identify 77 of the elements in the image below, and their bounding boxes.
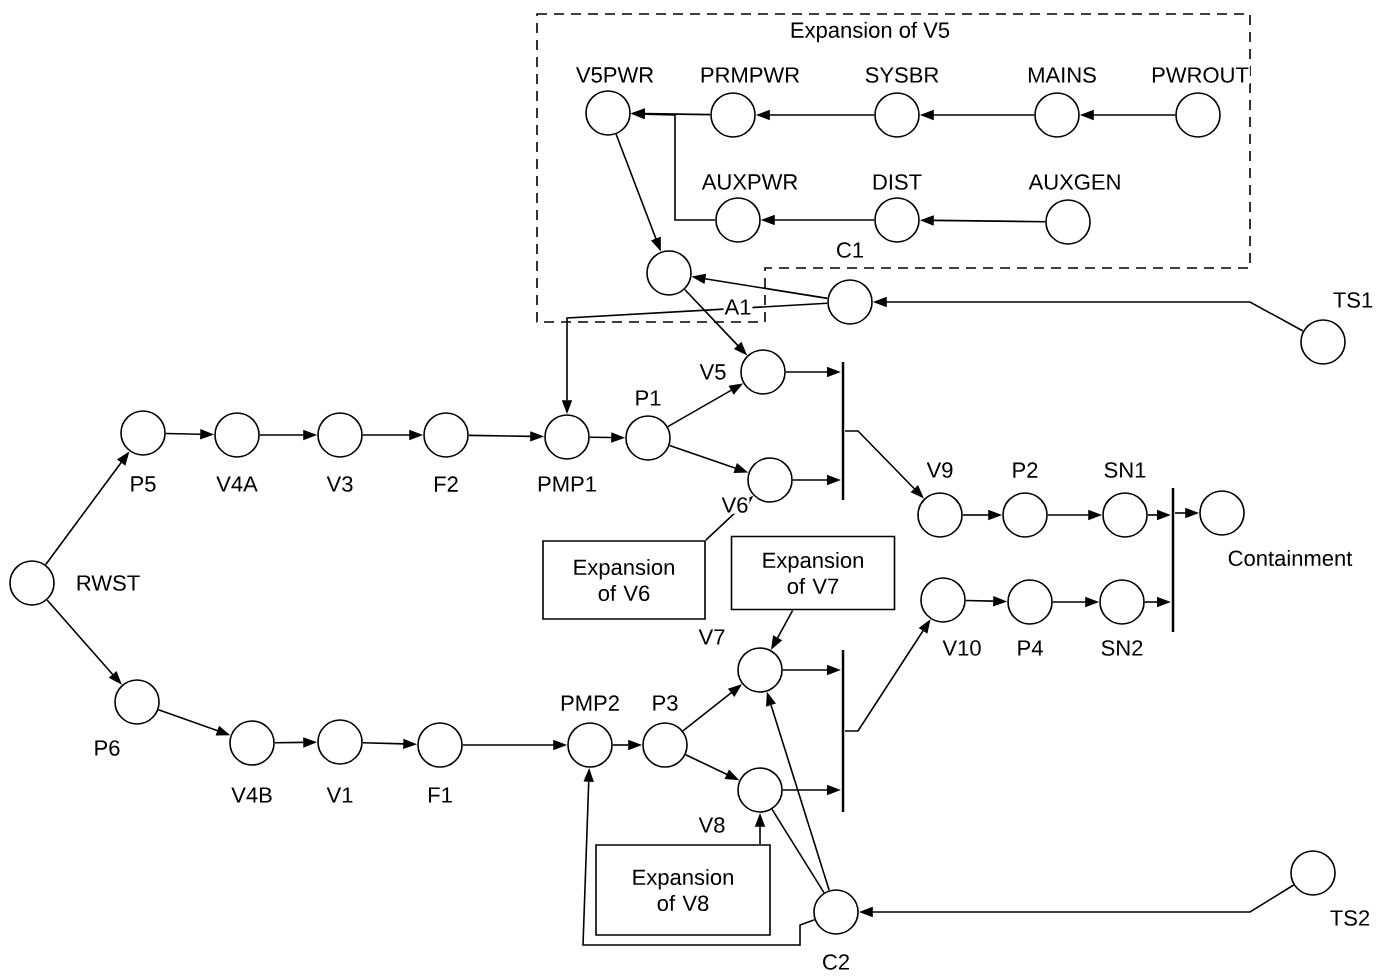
node-label: V1: [325, 786, 355, 804]
node-label: PMP2: [559, 694, 621, 712]
circle-node: [1034, 92, 1080, 138]
circle-node: [114, 679, 160, 725]
node-label: P1: [633, 389, 663, 407]
circle-node: [737, 647, 783, 693]
node-label: SN2: [1099, 639, 1145, 657]
circle-node: [214, 412, 260, 458]
circle-node: [813, 889, 859, 935]
node-label: TS2: [1328, 909, 1372, 927]
circle-node: [646, 250, 692, 296]
text-box: Expansion of V7: [730, 535, 896, 611]
node-label: V4A: [215, 475, 259, 493]
node-label: SN1: [1102, 461, 1148, 479]
node-label: F2: [432, 475, 460, 493]
circle-node: [585, 90, 631, 136]
circle-node: [1175, 92, 1221, 138]
circle-node: [9, 560, 55, 606]
circle-node: [1099, 579, 1145, 625]
node-label: V5PWR: [574, 66, 656, 84]
circle-node: [715, 197, 761, 243]
node-label: P6: [92, 739, 122, 757]
node-label: V9: [925, 461, 955, 479]
circle-node: [544, 414, 590, 460]
circle-node: [1300, 319, 1346, 365]
node-label: V4B: [230, 786, 274, 804]
circle-node: [317, 719, 363, 765]
node-label: RWST: [74, 574, 142, 592]
text-box: Expansion of V8: [595, 844, 771, 936]
circle-node: [625, 415, 671, 461]
node-label: P4: [1015, 639, 1045, 657]
circle-node: [1007, 579, 1053, 625]
node-label: PWROUT: [1150, 66, 1250, 84]
circle-node: [229, 720, 275, 766]
node-label: V5: [698, 363, 728, 381]
node-label: PRMPWR: [698, 66, 802, 84]
node-label: C2: [820, 953, 852, 971]
circle-node: [417, 722, 463, 768]
circle-node: [874, 92, 920, 138]
node-label: PMP1: [536, 475, 598, 493]
circle-node: [642, 722, 688, 768]
circle-node: [827, 279, 873, 325]
node-label: V3: [325, 475, 355, 493]
circle-node: [317, 412, 363, 458]
node-label: AUXPWR: [700, 173, 800, 191]
text-box: Expansion of V6: [542, 540, 706, 620]
circle-node: [1199, 490, 1245, 536]
node-label: P5: [128, 475, 158, 493]
circle-node: [1102, 492, 1148, 538]
node-label: Containment: [1226, 548, 1354, 568]
node-label: A1: [723, 298, 753, 316]
circle-node: [917, 492, 963, 538]
node-label: V7: [697, 628, 727, 646]
circle-node: [740, 349, 786, 395]
circle-node: [120, 410, 166, 456]
node-label: TS1: [1331, 291, 1375, 309]
circle-node: [747, 457, 793, 503]
node-label: V10: [941, 639, 983, 657]
node-label: F1: [426, 786, 454, 804]
circle-node: [567, 722, 613, 768]
circle-node: [1290, 850, 1336, 896]
node-label: V6: [720, 496, 750, 514]
circle-node: [1002, 492, 1048, 538]
node-label: P3: [650, 694, 680, 712]
circle-node: [874, 197, 920, 243]
circle-node: [920, 577, 966, 623]
circle-node: [737, 767, 783, 813]
node-label: AUXGEN: [1027, 173, 1123, 191]
node-label: DIST: [870, 173, 924, 191]
node-label: C1: [834, 241, 866, 259]
node-label: MAINS: [1026, 66, 1098, 84]
circle-node: [710, 92, 756, 138]
node-label: SYSBR: [863, 66, 941, 84]
circle-node: [1045, 199, 1091, 245]
node-label: P2: [1010, 461, 1040, 479]
circle-node: [423, 412, 469, 458]
node-label: V8: [697, 816, 727, 834]
